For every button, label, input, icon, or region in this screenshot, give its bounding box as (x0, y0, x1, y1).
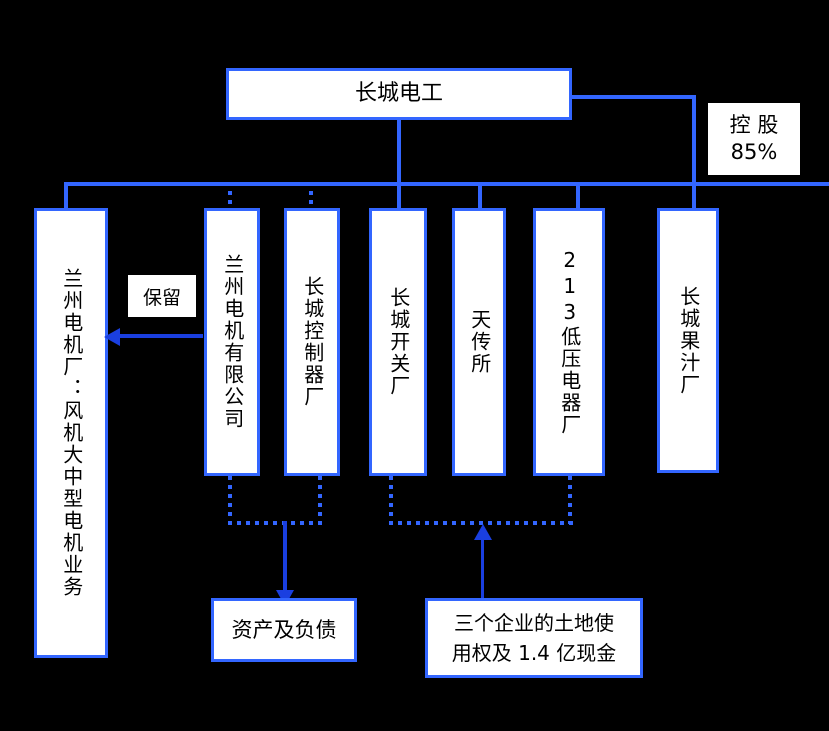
node-changcheng-juice[interactable]: 长城果汁厂 (657, 208, 719, 473)
land-cash-arrow-line (481, 530, 484, 600)
bracket-left-drop-b (318, 476, 322, 524)
bracket-left-rail (228, 521, 322, 525)
right-branch-horizontal (570, 95, 696, 99)
bus-line (64, 182, 580, 186)
node-label: 213低压电器厂 (557, 248, 582, 436)
node-tianchuansuo[interactable]: 天传所 (452, 208, 506, 476)
right-branch-vertical (692, 95, 696, 209)
bracket-left-drop-a (228, 476, 232, 524)
drop-lv-213 (576, 182, 580, 209)
ownership-note-line1: 控 股 (729, 112, 779, 137)
land-cash-arrow-head (474, 524, 492, 540)
node-label: 兰州电机厂：风机大中型电机业务 (59, 268, 84, 598)
node-lanzhou-motor-ltd[interactable]: 兰州电机有限公司 (204, 208, 260, 476)
node-changcheng-electric[interactable]: 长城电工 (226, 68, 572, 120)
ownership-note-line2: 85% (730, 140, 778, 164)
retain-arrow-line (119, 334, 203, 338)
trunk-stem (397, 118, 401, 184)
bracket-right-drop-a (389, 476, 393, 524)
retain-note: 保留 (128, 275, 196, 317)
node-label: 长城电工 (354, 81, 443, 107)
bracket-right-rail (389, 521, 573, 525)
node-label: 长城果汁厂 (676, 285, 701, 396)
node-lanzhou-motor-plant[interactable]: 兰州电机厂：风机大中型电机业务 (34, 208, 108, 658)
node-lv-213[interactable]: 213低压电器厂 (533, 208, 605, 476)
retain-note-label: 保留 (142, 286, 181, 309)
drop-lanzhou-motor-plant (64, 182, 68, 209)
ownership-note: 控 股 85% (708, 103, 800, 175)
retain-arrow-head (104, 328, 120, 346)
node-changcheng-switch[interactable]: 长城开关厂 (369, 208, 427, 476)
node-assets-liabilities[interactable]: 资产及负债 (211, 598, 357, 662)
node-land-use-cash[interactable]: 三个企业的土地使 用权及 1.4 亿现金 (425, 598, 643, 678)
node-changcheng-controller[interactable]: 长城控制器厂 (284, 208, 340, 476)
assets-arrow-line (283, 521, 287, 596)
node-label: 天传所 (467, 309, 492, 375)
node-label: 三个企业的土地使 用权及 1.4 亿现金 (451, 611, 617, 665)
node-label: 长城控制器厂 (300, 276, 325, 408)
bracket-right-drop-b (568, 476, 572, 524)
drop-dotted-changcheng-controller (309, 182, 313, 210)
drop-dotted-lanzhou-motor-ltd (228, 182, 232, 210)
node-label: 长城开关厂 (386, 287, 411, 397)
drop-tianchuansuo (478, 182, 482, 209)
node-label: 资产及负债 (231, 617, 337, 642)
drop-changcheng-switch (397, 182, 401, 209)
node-label: 兰州电机有限公司 (220, 254, 245, 430)
